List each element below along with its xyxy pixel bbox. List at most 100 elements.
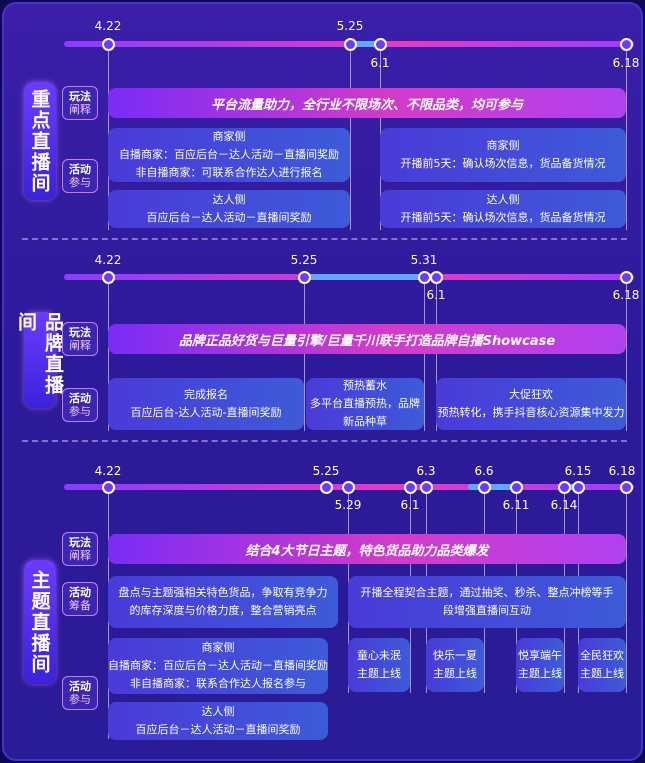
timeline-date: 6.3 xyxy=(416,464,436,478)
box-line: 盘点与主题强相关特色货品，争取有竞争力 xyxy=(118,586,328,599)
timeline-highlight-segment xyxy=(304,274,424,280)
tag-play-explain: 玩法 阐释 xyxy=(62,322,98,356)
box-carnival: 大促狂欢 预热转化，携手抖音核心资源集中发力 xyxy=(436,378,626,430)
tag-line: 玩法 xyxy=(69,536,91,549)
tag-play-explain: 玩法 阐释 xyxy=(62,86,98,120)
guide-line xyxy=(626,493,627,693)
guide-line xyxy=(424,283,425,431)
section-title-theme-live: 主题直播间 xyxy=(24,560,56,684)
section-divider xyxy=(22,440,627,442)
timeline-date: 5.31 xyxy=(410,253,438,267)
box-line: 主题上线 xyxy=(433,667,477,680)
box-line: 悦享端午 xyxy=(518,649,562,662)
box-title: 达人侧 xyxy=(212,193,246,206)
tag-activity-join: 活动 参与 xyxy=(62,676,98,710)
theme-box: 全民狂欢 主题上线 xyxy=(578,638,626,692)
tag-line: 筹备 xyxy=(69,599,91,612)
tag-line: 阐释 xyxy=(69,339,91,352)
box-line: 新品种草 xyxy=(343,415,387,428)
timeline-date: 6.18 xyxy=(608,464,636,478)
box-line: 主题上线 xyxy=(580,667,624,680)
timeline-date: 5.25 xyxy=(336,19,364,33)
timeline-dot xyxy=(320,481,333,494)
timeline-date: 4.22 xyxy=(94,464,122,478)
box-merchant: 商家侧 自播商家：百应后台－达人活动－直播间奖励 非自播商家：联系合作达人报名参… xyxy=(108,638,328,694)
timeline-date: 6.6 xyxy=(474,464,494,478)
box-title: 大促狂欢 xyxy=(509,388,553,401)
box-line: 快乐一夏 xyxy=(433,649,477,662)
timeline-date: 6.15 xyxy=(564,464,592,478)
timeline-highlight-segment xyxy=(350,41,380,47)
banner-s2: 品牌正品好货与巨量引擎/巨量千川联手打造品牌自播Showcase xyxy=(108,324,626,354)
guide-line xyxy=(436,283,437,431)
box-warmup: 预热蓄水 多平台直播预热，品牌 新品种草 xyxy=(306,378,424,430)
box-line: 开播前5天：确认场次信息，货品备货情况 xyxy=(400,211,606,224)
guide-line xyxy=(304,283,305,431)
tag-play-explain: 玩法 阐释 xyxy=(62,532,98,566)
box-line: 自播商家：百应后台－达人活动－直播间奖励 xyxy=(108,659,328,672)
box-line: 非自播商家：联系合作达人报名参与 xyxy=(130,677,306,690)
box-line: 预热转化，携手抖音核心资源集中发力 xyxy=(437,406,625,419)
box-title: 达人侧 xyxy=(486,193,520,206)
theme-box: 快乐一夏 主题上线 xyxy=(426,638,484,692)
box-line: 主题上线 xyxy=(518,667,562,680)
tag-line: 活动 xyxy=(69,392,91,405)
section-title-text: 主题直播间 xyxy=(28,569,51,675)
tag-line: 活动 xyxy=(69,680,91,693)
box-title: 商家侧 xyxy=(486,139,520,152)
timeline-bar xyxy=(64,274,634,280)
box-register: 完成报名 百应后台-达人活动-直播间奖励 xyxy=(108,378,304,430)
box-line: 百应后台－达人活动－直播间奖励 xyxy=(146,211,312,224)
box-kol: 达人侧 百应后台－达人活动－直播间奖励 xyxy=(108,702,328,740)
tag-activity-join: 活动 参与 xyxy=(62,388,98,422)
tag-line: 参与 xyxy=(69,405,91,418)
box-prep-left: 盘点与主题强相关特色货品，争取有竞争力 的库存深度与价格力度，整合营销亮点 xyxy=(108,576,338,628)
box-line: 非自播商家：可联系合作达人进行报名 xyxy=(135,166,323,179)
box-line: 童心未泯 xyxy=(357,649,401,662)
section-title-text: 品牌直播间 xyxy=(15,312,64,396)
box-line: 多平台直播预热，品牌 xyxy=(310,397,420,410)
timeline-date: 5.25 xyxy=(290,253,318,267)
tag-line: 玩法 xyxy=(69,326,91,339)
guide-line xyxy=(626,50,627,230)
section-title-key-live: 重点直播间 xyxy=(24,82,56,200)
guide-line xyxy=(626,283,627,431)
section-title-text: 重点直播间 xyxy=(28,88,51,194)
section-divider xyxy=(22,238,627,240)
box-title: 商家侧 xyxy=(212,130,246,143)
box-line: 的库存深度与价格力度，整合营销亮点 xyxy=(129,604,317,617)
tag-line: 活动 xyxy=(69,163,91,176)
section-title-brand-live: 品牌直播间 xyxy=(15,312,64,408)
tag-line: 参与 xyxy=(69,693,91,706)
theme-box: 童心未泯 主题上线 xyxy=(348,638,410,692)
tag-line: 玩法 xyxy=(69,90,91,103)
banner-s3: 结合4大节日主题，特色货品助力品类爆发 xyxy=(108,534,626,564)
timeline-date: 5.25 xyxy=(312,464,340,478)
box-kol-left: 达人侧 百应后台－达人活动－直播间奖励 xyxy=(108,190,350,228)
tag-line: 参与 xyxy=(69,176,91,189)
box-line: 主题上线 xyxy=(357,667,401,680)
box-line: 开播前5天：确认场次信息，货品备货情况 xyxy=(400,157,606,170)
box-line: 自播商家：百应后台－达人活动－直播间奖励 xyxy=(119,148,339,161)
box-line: 开播全程契合主题，通过抽奖、秒杀、整点冲榜等手 xyxy=(360,586,614,599)
timeline-date: 4.22 xyxy=(94,253,122,267)
box-prep-right: 开播全程契合主题，通过抽奖、秒杀、整点冲榜等手 段增强直播间互动 xyxy=(348,576,626,628)
tag-line: 阐释 xyxy=(69,549,91,562)
tag-line: 活动 xyxy=(69,586,91,599)
box-line: 百应后台－达人活动－直播间奖励 xyxy=(135,723,301,736)
tag-activity-join: 活动 参与 xyxy=(62,159,98,193)
tag-activity-prep: 活动 筹备 xyxy=(62,582,98,616)
timeline-date: 4.22 xyxy=(94,19,122,33)
box-line: 百应后台-达人活动-直播间奖励 xyxy=(130,406,282,419)
box-kol-right: 达人侧 开播前5天：确认场次信息，货品备货情况 xyxy=(380,190,626,228)
guide-line xyxy=(350,50,351,230)
box-title: 达人侧 xyxy=(201,705,235,718)
theme-box: 悦享端午 主题上线 xyxy=(516,638,564,692)
guide-line xyxy=(108,283,109,431)
tag-line: 阐释 xyxy=(69,103,91,116)
box-title: 商家侧 xyxy=(201,641,235,654)
banner-s1: 平台流量助力，全行业不限场次、不限品类，均可参与 xyxy=(108,88,626,118)
box-line: 段增强直播间互动 xyxy=(443,604,531,617)
box-merchant-right: 商家侧 开播前5天：确认场次信息，货品备货情况 xyxy=(380,128,626,182)
